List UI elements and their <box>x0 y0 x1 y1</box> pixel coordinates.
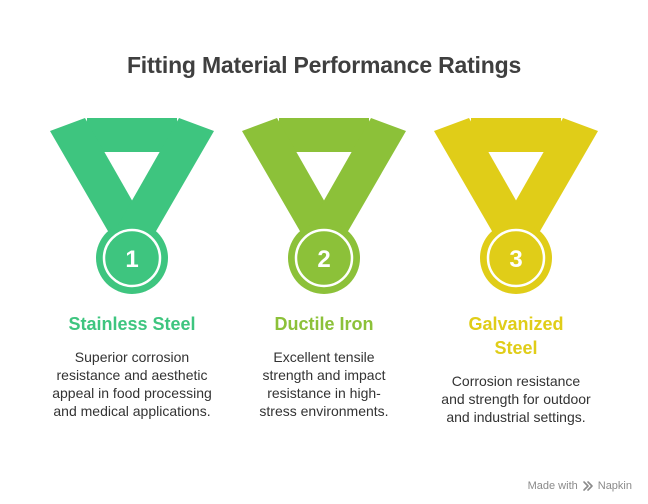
medal-ring <box>486 228 546 288</box>
medal-number: 3 <box>509 246 522 273</box>
medal-icon: 3 <box>434 118 598 294</box>
page-title: Fitting Material Performance Ratings <box>126 52 522 78</box>
medal-description: Superior corrosion resistance and aesthe… <box>52 349 212 419</box>
medal-icon: 1 <box>50 118 214 294</box>
medal-label: Ductile Iron <box>274 314 374 334</box>
medal-label: Galvanized Steel <box>468 314 564 358</box>
ribbon-top <box>279 118 369 152</box>
medal-ring <box>102 228 162 288</box>
napkin-logo-icon <box>582 481 593 491</box>
medal-ring <box>294 228 354 288</box>
medal-disc <box>480 222 552 294</box>
napkin-watermark[interactable]: Made with Napkin <box>528 480 632 492</box>
footer-brand: Napkin <box>597 480 632 492</box>
medal-number: 1 <box>125 246 138 273</box>
medal-disc <box>96 222 168 294</box>
ribbon-right <box>498 118 598 245</box>
medal-icon: 2 <box>242 118 406 294</box>
ribbon-right <box>114 118 214 245</box>
medal-label: Stainless Steel <box>68 314 196 334</box>
medal-disc <box>288 222 360 294</box>
ribbon-top <box>87 118 177 152</box>
ribbon-top <box>471 118 561 152</box>
footer-prefix: Made with <box>527 480 578 492</box>
medal-description: Corrosion resistance and strength for ou… <box>441 373 591 425</box>
medal-description: Excellent tensile strength and impact re… <box>259 349 389 419</box>
medal-number: 2 <box>317 246 330 273</box>
ribbon-right <box>306 118 406 245</box>
